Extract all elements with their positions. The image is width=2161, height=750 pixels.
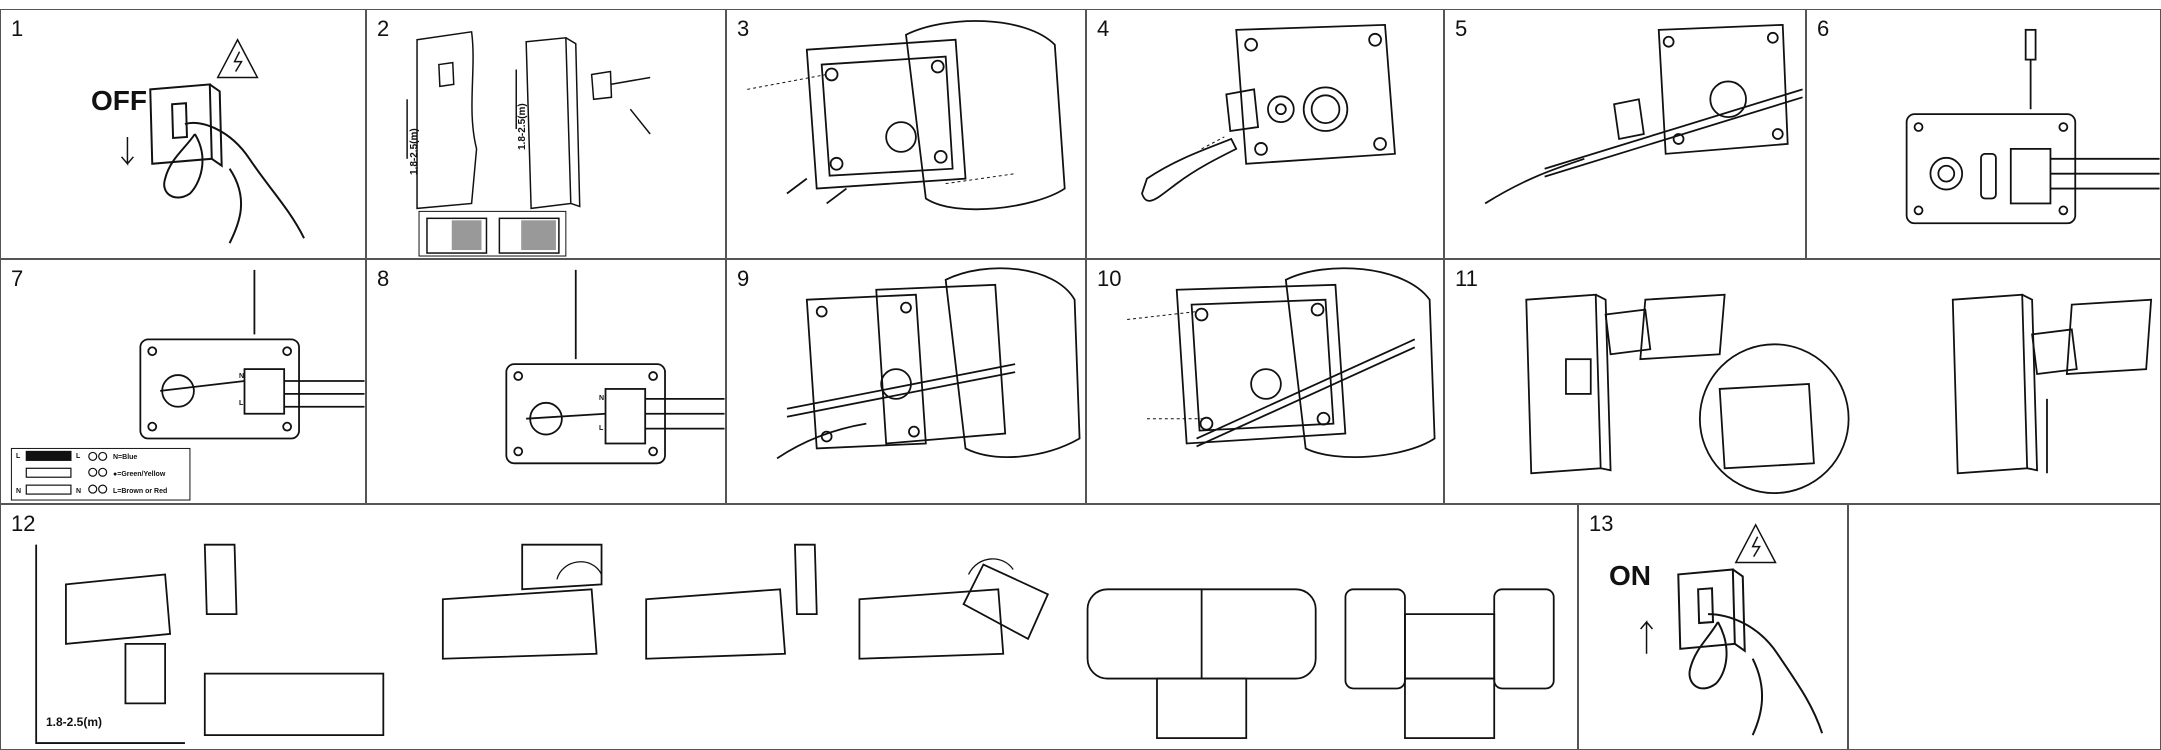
step-number: 9	[737, 266, 750, 291]
step-number: 5	[1455, 16, 1468, 41]
terminal-l-label: L	[599, 425, 604, 432]
step-number: 8	[377, 266, 390, 291]
terminal-n-label: N	[239, 373, 245, 380]
bracket-attach-illustration	[1525, 293, 2153, 494]
warning-icon	[216, 38, 259, 79]
housing-open-illustration	[747, 20, 1066, 211]
terminal-screw-illustration	[1905, 28, 2160, 225]
step-number: 2	[377, 16, 390, 41]
switch-on-illustration	[1640, 523, 1824, 736]
step-number: 3	[737, 16, 750, 41]
off-label: OFF	[91, 85, 147, 116]
step-4-panel: 4	[1086, 9, 1444, 259]
housing-screwed-illustration	[1127, 267, 1436, 458]
cable-insert-illustration	[1484, 23, 1803, 205]
legend-l-right: L	[76, 453, 81, 460]
step-10-panel: 10	[1086, 259, 1444, 504]
warning-icon	[1734, 523, 1777, 564]
step-number: 12	[11, 511, 36, 536]
mount-bracket-illustration	[406, 30, 651, 257]
step-6-panel: 6	[1806, 9, 2161, 259]
step-number: 1	[11, 16, 24, 41]
height-label-right: 1.8-2.5(m)	[517, 103, 528, 150]
step-5-panel: 5	[1444, 9, 1806, 259]
step-number: 4	[1097, 16, 1110, 41]
rotate-arrow-icon	[556, 558, 1014, 580]
wiring-illustration	[10, 269, 365, 501]
legend-n-left: N	[16, 488, 22, 495]
step-3-panel: 3	[726, 9, 1086, 259]
arrow-down-icon	[120, 136, 134, 166]
step-7-panel: 7 L	[0, 259, 366, 504]
cable-gland-illustration	[1141, 23, 1396, 202]
light-adjust-illustration	[35, 543, 1555, 744]
step-number: 11	[1455, 266, 1478, 291]
height-label-left: 1.8-2.5(m)	[409, 128, 420, 175]
terminal-l-label: L	[239, 400, 244, 407]
step-2-panel: 2 1.8-2.5(m) 1.8-2.5(m)	[366, 9, 726, 259]
empty-panel	[1848, 504, 2161, 750]
step-8-panel: 8 N L	[366, 259, 726, 504]
step-11-panel: 11	[1444, 259, 2161, 504]
legend-row2-text: ●=Green/Yellow	[113, 471, 166, 478]
step-1-panel: 1 OFF	[0, 9, 366, 259]
wiring-tightened-illustration	[505, 269, 725, 465]
legend-l-left: L	[16, 453, 21, 460]
step-12-panel: 12	[0, 504, 1578, 750]
step-number: 6	[1817, 16, 1830, 41]
switch-off-illustration	[120, 38, 305, 244]
legend-row1-text: N=Blue	[113, 454, 138, 461]
step-number: 13	[1589, 511, 1614, 536]
step-number: 7	[11, 266, 24, 291]
terminal-n-label: N	[599, 395, 605, 402]
step-13-panel: 13 ON	[1578, 504, 1848, 750]
legend-row3-text: L=Brown or Red	[113, 488, 168, 495]
arrow-up-icon	[1640, 620, 1654, 654]
step-9-panel: 9	[726, 259, 1086, 504]
step-number: 10	[1097, 266, 1122, 291]
housing-close-illustration	[776, 267, 1081, 460]
legend-n-right: N	[76, 488, 82, 495]
on-label: ON	[1609, 560, 1651, 591]
height-label: 1.8-2.5(m)	[46, 715, 103, 729]
